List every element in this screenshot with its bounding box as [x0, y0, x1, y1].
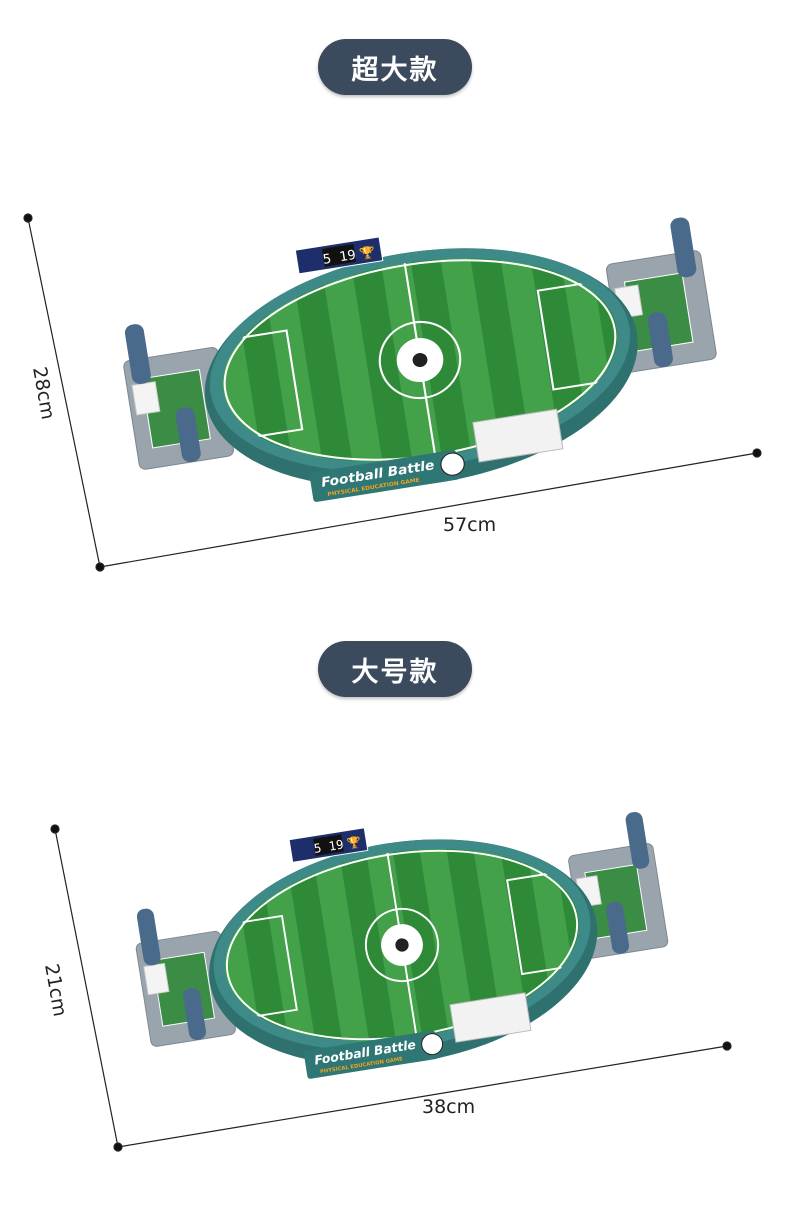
score-display: [321, 244, 357, 267]
control-tower: [175, 407, 201, 463]
grass-stripe: [322, 269, 384, 472]
grass-stripe: [313, 858, 370, 1051]
control-tower: [183, 987, 207, 1040]
grass-stripe: [419, 841, 476, 1034]
banner-panel: [303, 1030, 439, 1079]
score-display: [313, 834, 344, 856]
center-circle: [378, 320, 462, 400]
dimension-lines-1: [23, 213, 762, 572]
control-tower: [647, 312, 673, 368]
height-label-1: 28cm: [28, 365, 59, 421]
grass-stripe: [287, 862, 344, 1055]
goal-frame: [143, 962, 170, 996]
control-tower: [124, 324, 151, 384]
scoreboard: 5 19🏆: [288, 827, 369, 863]
grass-stripe: [439, 250, 501, 454]
size-badge-large: 大号款: [318, 641, 472, 697]
width-label-2: 38cm: [422, 1096, 475, 1118]
goal-unit: [568, 811, 669, 960]
grass-stripe: [352, 264, 413, 468]
ball-patch: [395, 938, 409, 952]
pitch: [211, 825, 593, 1065]
banner-panel: [309, 449, 460, 502]
control-tower: [625, 811, 650, 869]
grass-stripe: [497, 829, 554, 1022]
control-tower: [136, 908, 161, 966]
control-tower: [606, 901, 630, 954]
center-circle: [364, 907, 440, 983]
grass-stripe: [340, 854, 397, 1047]
control-tower: [670, 217, 697, 278]
ball-launcher: [472, 408, 564, 463]
dimension-lines-2: [50, 824, 732, 1152]
score-text: 5 19: [322, 248, 357, 268]
ball-patch: [412, 352, 428, 368]
score-text: 5 19: [313, 838, 345, 856]
size-badge-extra-large: 超大款: [318, 39, 472, 95]
grass-stripe: [293, 274, 354, 477]
ball-launcher: [449, 992, 532, 1043]
grass-stripe: [471, 833, 528, 1026]
grass-stripe: [527, 237, 589, 440]
scoreboard: 5 19🏆: [294, 236, 384, 275]
goal-unit: [123, 324, 235, 470]
trophy-icon: 🏆: [346, 835, 362, 851]
football-icon: [440, 452, 465, 476]
football-icon: [421, 1033, 444, 1056]
trophy-icon: 🏆: [359, 244, 378, 261]
grass-stripe: [498, 241, 560, 444]
grass-stripe: [445, 837, 502, 1030]
grass-stripe: [469, 246, 530, 449]
height-label-2: 21cm: [40, 962, 71, 1018]
goal-frame: [131, 381, 161, 416]
width-label-1: 57cm: [443, 514, 496, 536]
